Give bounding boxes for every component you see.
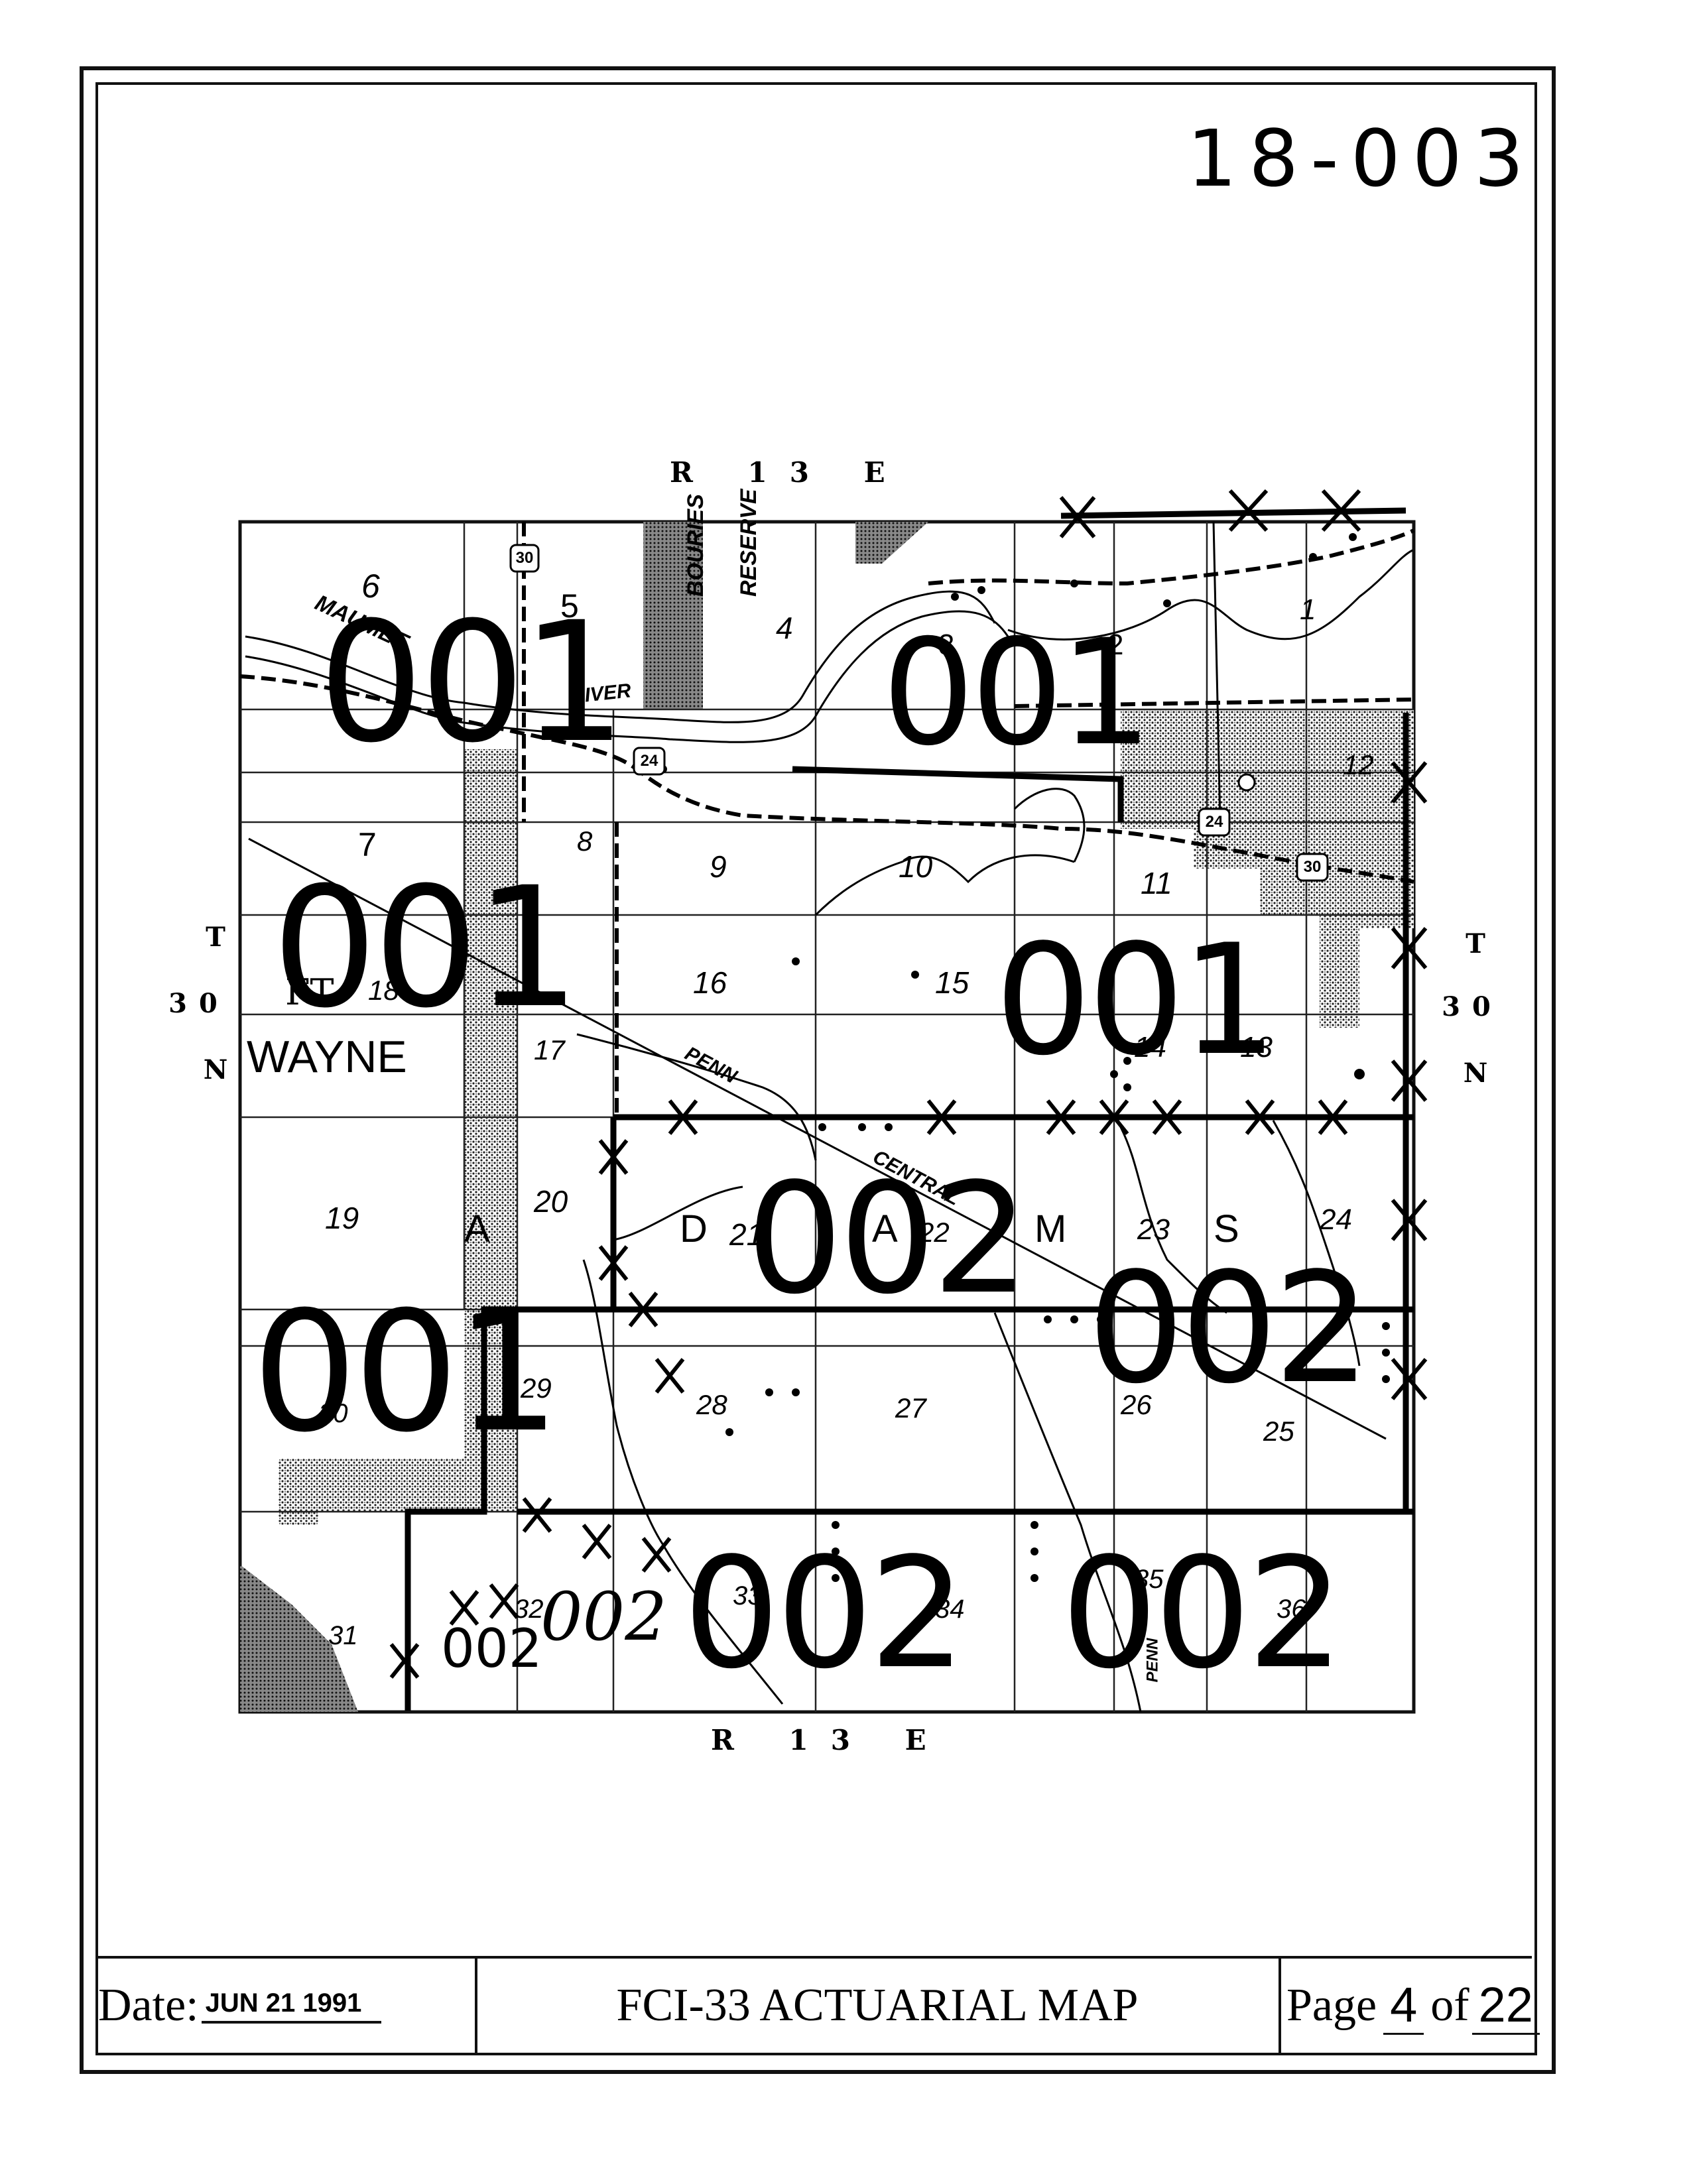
section-number: 12 bbox=[1343, 749, 1374, 780]
township-letter: A bbox=[464, 1207, 490, 1250]
zone-code: 002 bbox=[746, 1151, 1029, 1328]
section-number: 7 bbox=[358, 826, 377, 863]
date-label: Date: bbox=[98, 1980, 199, 2031]
date-cell: Date: JUN 21 1991 bbox=[95, 1959, 477, 2053]
section-number: 13 bbox=[1240, 1031, 1273, 1063]
township-left-t: T bbox=[206, 922, 225, 953]
city-label: WAYNE bbox=[247, 1032, 407, 1082]
section-number: 14 bbox=[1134, 1031, 1166, 1063]
section-number: 16 bbox=[693, 965, 727, 1000]
section-number: 31 bbox=[328, 1621, 358, 1650]
section-number: 29 bbox=[521, 1372, 552, 1404]
railroad bbox=[248, 837, 1387, 1440]
shaded-areas bbox=[240, 522, 1414, 1712]
zone-code: 001 bbox=[272, 851, 580, 1044]
section-number: 10 bbox=[899, 849, 933, 884]
township-letter: M bbox=[1034, 1207, 1067, 1250]
section-number: 3 bbox=[938, 629, 955, 661]
section-number: 35 bbox=[1134, 1565, 1164, 1594]
reserve-label: RESERVE bbox=[736, 489, 761, 597]
section-number: 28 bbox=[696, 1389, 727, 1420]
zone-code: 001 bbox=[318, 586, 627, 779]
township-letter: A bbox=[872, 1207, 898, 1250]
township-right-number: 30 bbox=[1442, 991, 1503, 1022]
section-number: 6 bbox=[361, 568, 380, 605]
county-road bbox=[582, 521, 1221, 1713]
page-label: Page bbox=[1286, 1980, 1377, 2031]
zone-code: 002 bbox=[441, 1618, 542, 1679]
section-number: 34 bbox=[935, 1595, 965, 1624]
section-number: 32 bbox=[514, 1595, 544, 1624]
zone-code: 001 bbox=[252, 1276, 560, 1469]
township-left-number: 30 bbox=[168, 988, 229, 1019]
outer-frame bbox=[80, 66, 1556, 2074]
dot-markers bbox=[659, 533, 1390, 1582]
highway-shields bbox=[509, 544, 1329, 882]
highway-30-shield-label: 30 bbox=[1303, 858, 1322, 876]
section-number: 21 bbox=[729, 1217, 764, 1252]
page-total: 22 bbox=[1471, 1976, 1540, 2035]
township-right-t: T bbox=[1466, 928, 1485, 959]
page-cell: Page 4 of 22 bbox=[1282, 1959, 1540, 2053]
highway-24-shield-label: 24 bbox=[1205, 813, 1223, 831]
section-number: 15 bbox=[935, 965, 969, 1000]
section-number: 4 bbox=[776, 611, 793, 645]
x-markers bbox=[389, 489, 1428, 1679]
section-number: 23 bbox=[1137, 1213, 1170, 1246]
section-number: 5 bbox=[560, 587, 579, 625]
city-prefix-label: FT. bbox=[285, 971, 340, 1013]
section-number: 33 bbox=[733, 1581, 763, 1610]
footer: Date: JUN 21 1991 FCI-33 ACTUARIAL MAP P… bbox=[95, 1956, 1540, 2053]
page-of-label: of bbox=[1430, 1980, 1469, 2031]
date-value: JUN 21 1991 bbox=[201, 1988, 382, 2024]
zone-code-handwritten: 002 bbox=[540, 1578, 667, 1656]
range-label-bottom: R 13 E bbox=[711, 1724, 949, 1756]
section-number: 36 bbox=[1277, 1595, 1306, 1624]
section-number: 18 bbox=[368, 975, 399, 1006]
section-number: 11 bbox=[1141, 866, 1172, 900]
zone-code: 002 bbox=[1088, 1241, 1371, 1418]
section-number: 9 bbox=[710, 849, 727, 884]
page-number: 4 bbox=[1383, 1976, 1424, 2035]
section-number: 30 bbox=[318, 1399, 348, 1428]
range-label-top: R 13 E bbox=[670, 456, 908, 489]
zone-code: 001 bbox=[882, 608, 1153, 778]
section-number: 27 bbox=[895, 1392, 926, 1424]
township-letter: D bbox=[680, 1207, 708, 1250]
zone-code: 001 bbox=[995, 912, 1278, 1089]
document-id: 18-003 bbox=[1187, 113, 1536, 204]
township-left-n: N bbox=[203, 1054, 228, 1085]
section-number: 22 bbox=[918, 1217, 950, 1248]
section-number: 8 bbox=[577, 825, 593, 857]
section-number: 1 bbox=[1300, 593, 1316, 626]
section-number: 26 bbox=[1121, 1389, 1152, 1420]
zone-code: 002 bbox=[1061, 1526, 1344, 1703]
section-number: 17 bbox=[534, 1034, 565, 1065]
township-letter: S bbox=[1214, 1207, 1239, 1250]
section-number: 24 bbox=[1320, 1203, 1352, 1236]
section-number: 19 bbox=[325, 1201, 359, 1235]
highway-24-shield-label: 24 bbox=[640, 752, 658, 770]
township-right-n: N bbox=[1463, 1058, 1488, 1089]
section-number: 2 bbox=[1107, 629, 1124, 661]
inner-frame bbox=[95, 82, 1537, 2055]
section-number: 20 bbox=[534, 1184, 568, 1219]
section-number: 25 bbox=[1263, 1416, 1294, 1447]
zone-boundaries bbox=[405, 507, 1414, 1711]
reserve-name-label: BOURIES bbox=[683, 494, 708, 597]
highway-30-shield-label: 30 bbox=[515, 549, 534, 567]
map-title: FCI-33 ACTUARIAL MAP bbox=[476, 1959, 1281, 2053]
zone-code: 002 bbox=[683, 1526, 966, 1703]
